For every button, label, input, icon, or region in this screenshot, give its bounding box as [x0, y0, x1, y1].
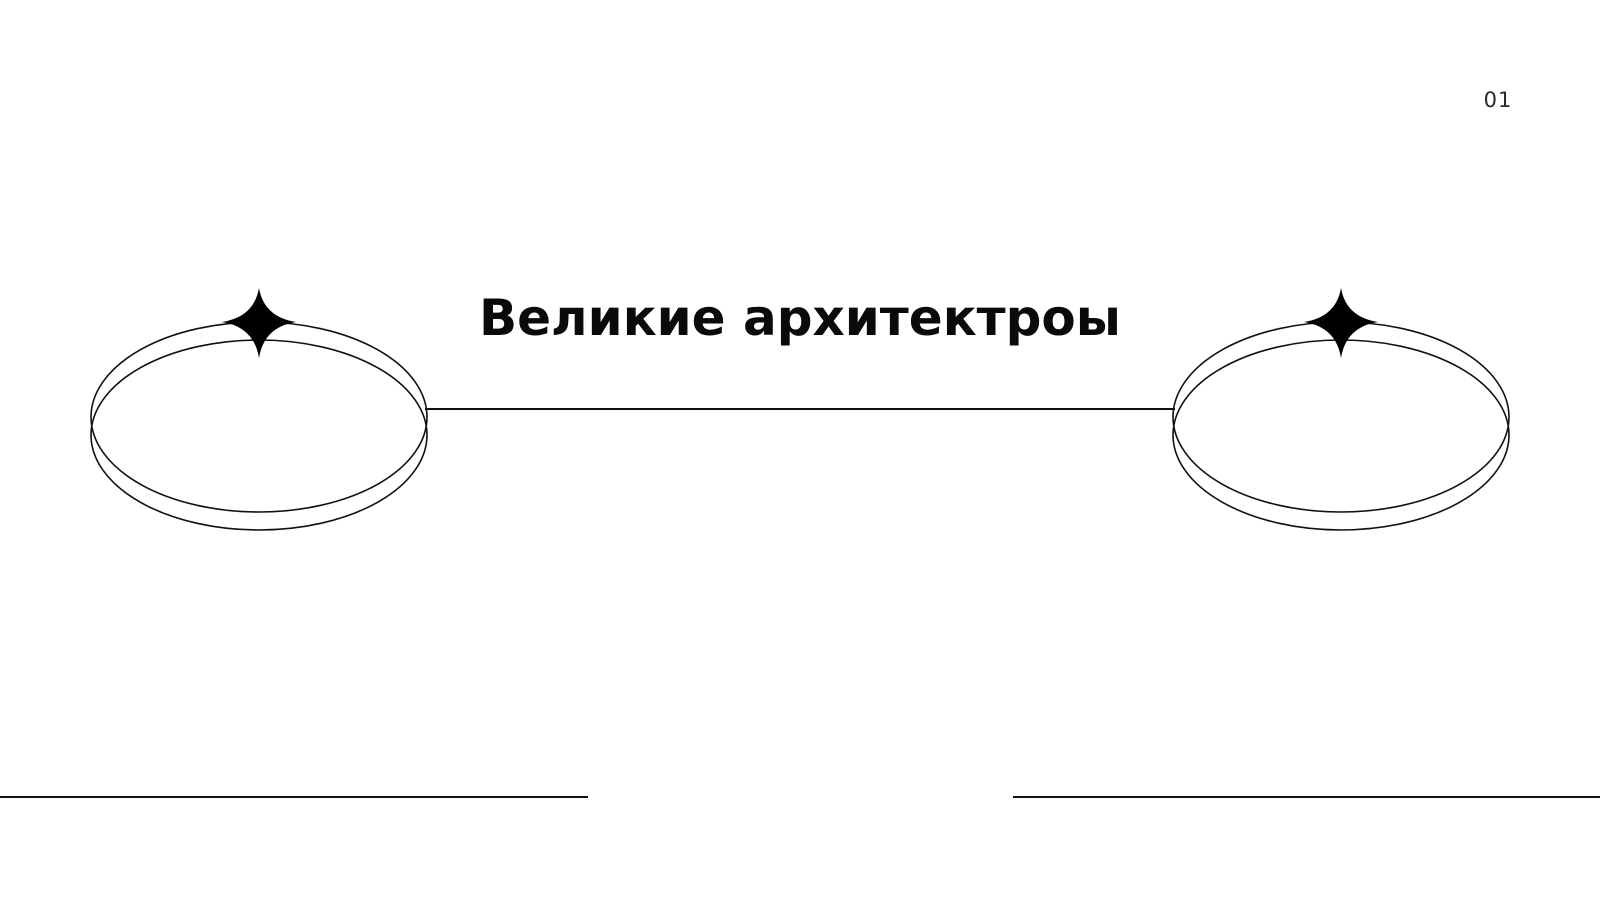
left-star-icon [222, 288, 296, 358]
page-number: 01 [1483, 88, 1513, 112]
right-star-icon [1304, 288, 1378, 358]
slide-title: Великие архитектроы [479, 289, 1121, 347]
